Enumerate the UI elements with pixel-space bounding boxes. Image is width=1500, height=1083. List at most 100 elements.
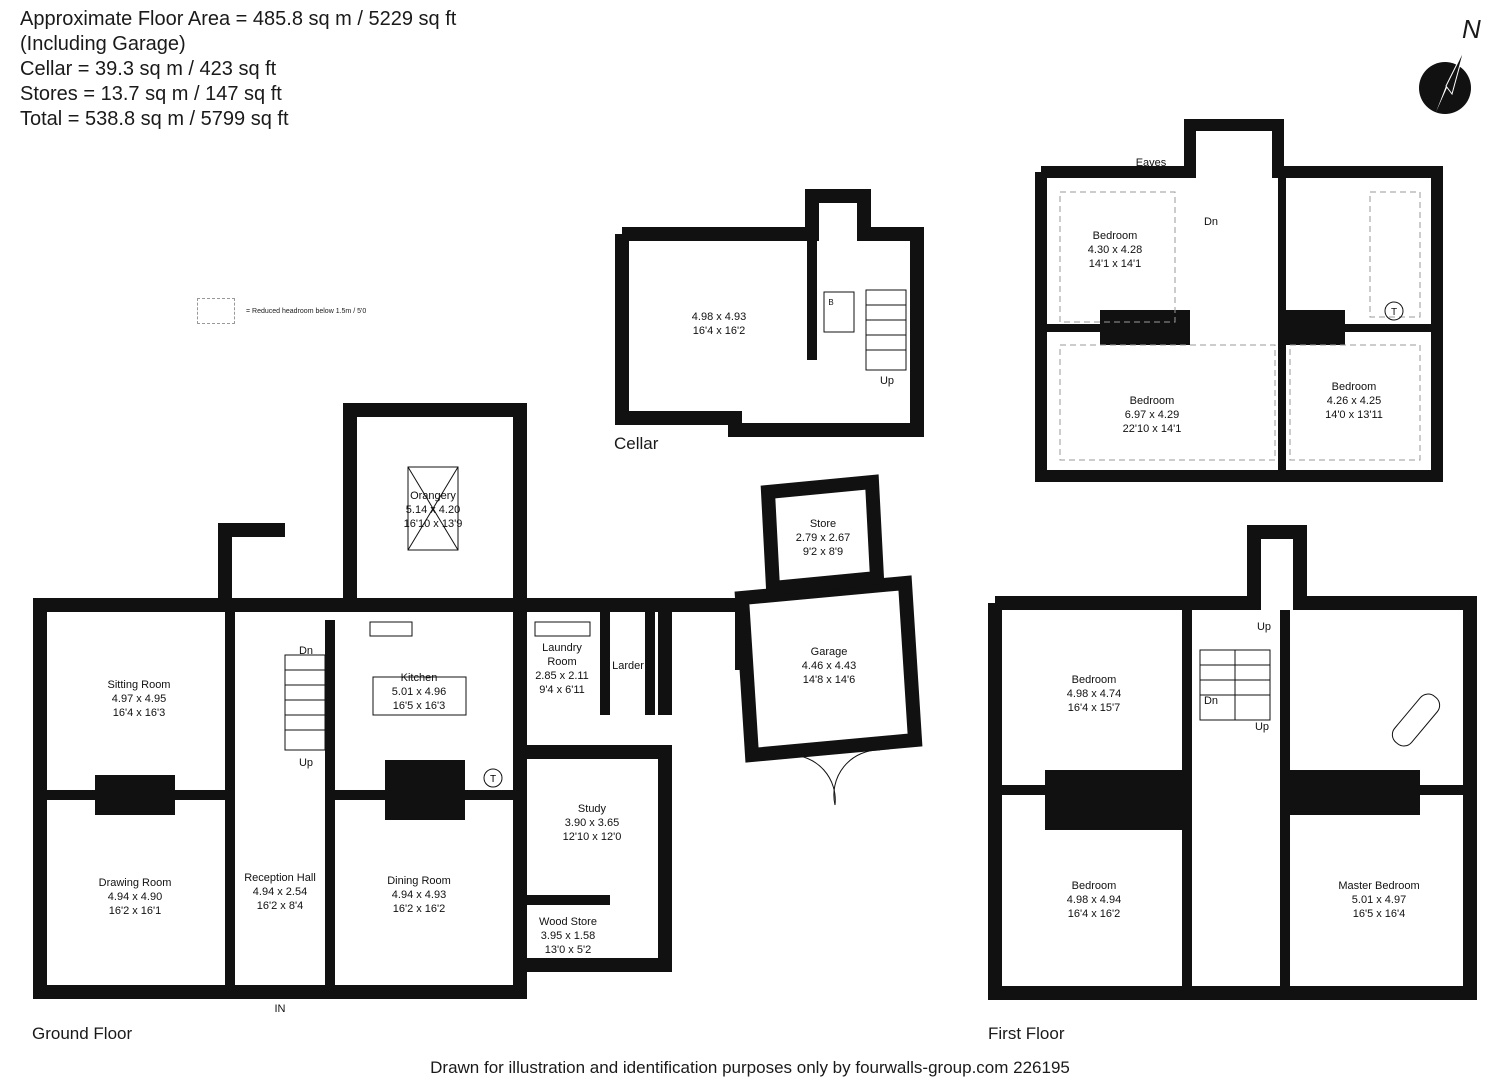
room-name: Store xyxy=(810,518,836,530)
cellar-labels: 4.98 x 4.93 16'4 x 16'2 Up B xyxy=(692,298,894,387)
room-size-metric: 4.97 x 4.95 xyxy=(112,693,166,705)
room-name: Laundry xyxy=(542,642,582,654)
room-name: Orangery xyxy=(410,490,456,502)
room-name: Bedroom xyxy=(1072,674,1117,686)
stair-label-down: Dn xyxy=(1204,216,1218,228)
floor-area-line: (Including Garage) xyxy=(20,33,186,55)
room-size-metric: 4.94 x 2.54 xyxy=(253,886,307,898)
room-size-imperial: 16'2 x 16'2 xyxy=(393,903,446,915)
garage-door-swing xyxy=(789,754,836,806)
room-size-metric: 3.95 x 1.58 xyxy=(541,930,595,942)
floor-area-line: Stores = 13.7 sq m / 147 sq ft xyxy=(20,83,282,105)
compass-north-letter: N xyxy=(1462,14,1481,44)
stair-label-up: Up xyxy=(299,757,313,769)
chimney-breast xyxy=(1045,770,1185,830)
tank-icon xyxy=(1384,301,1404,321)
room-size-metric: 3.90 x 3.65 xyxy=(565,817,619,829)
disclaimer-footer: Drawn for illustration and identificatio… xyxy=(430,1058,1070,1077)
ground-floor-staircase xyxy=(284,654,326,751)
room-name-line2: Room xyxy=(547,656,576,668)
stair-label-up: Up xyxy=(1255,721,1269,733)
room-size-imperial: 14'1 x 14'1 xyxy=(1089,258,1142,270)
room-size-metric: 4.46 x 4.43 xyxy=(802,660,856,672)
room-size-imperial: 16'4 x 16'3 xyxy=(113,707,166,719)
cellar-plan xyxy=(615,189,924,437)
room-size-metric: 2.79 x 2.67 xyxy=(796,532,850,544)
chimney-breast xyxy=(1280,770,1420,815)
room-size-metric: 2.85 x 2.11 xyxy=(535,670,589,682)
cellar-staircase xyxy=(865,289,907,371)
ground-floor-title: Ground Floor xyxy=(32,1024,133,1043)
room-size-imperial: 16'4 x 16'2 xyxy=(693,325,746,337)
room-name: Bedroom xyxy=(1332,381,1377,393)
room-size-imperial: 12'10 x 12'0 xyxy=(563,831,622,843)
room-size-imperial: 16'4 x 16'2 xyxy=(1068,908,1121,920)
room-size-imperial: 16'2 x 16'1 xyxy=(109,905,162,917)
laundry-sink-icon xyxy=(534,621,591,637)
room-size-imperial: 13'0 x 5'2 xyxy=(545,944,591,956)
room-size-metric: 4.98 x 4.94 xyxy=(1067,894,1121,906)
cellar-title: Cellar xyxy=(614,434,659,453)
second-floor-room-labels: Bedroom 4.30 x 4.28 14'1 x 14'1 Bedroom … xyxy=(1088,157,1397,435)
second-floor-plan xyxy=(1035,119,1443,482)
boiler-icon xyxy=(483,768,503,788)
room-size-metric: 5.01 x 4.97 xyxy=(1352,894,1406,906)
room-name: Study xyxy=(578,803,607,815)
ground-floor-room-labels: Sitting Room 4.97 x 4.95 16'4 x 16'3 Dra… xyxy=(99,490,857,1015)
chimney-breast xyxy=(385,760,465,820)
reduced-headroom-key-swatch xyxy=(197,298,235,324)
room-name: Garage xyxy=(811,646,848,658)
room-name: Bedroom xyxy=(1093,230,1138,242)
room-size-metric: 4.98 x 4.74 xyxy=(1067,688,1121,700)
tank-label: T xyxy=(1391,307,1397,318)
floor-area-line: Cellar = 39.3 sq m / 423 sq ft xyxy=(20,58,277,80)
room-size-imperial: 16'2 x 8'4 xyxy=(257,900,303,912)
room-size-imperial: 16'4 x 15'7 xyxy=(1068,702,1121,714)
cellar-boiler-box xyxy=(823,291,855,333)
stair-label-up: Up xyxy=(1257,621,1271,633)
chimney-stack xyxy=(1285,310,1345,345)
room-name: Sitting Room xyxy=(108,679,171,691)
floor-area-line: Approximate Floor Area = 485.8 sq m / 52… xyxy=(20,8,457,30)
room-name: Bedroom xyxy=(1072,880,1117,892)
compass-rose-icon xyxy=(1419,49,1471,114)
first-floor-title: First Floor xyxy=(988,1024,1065,1043)
room-name: Dining Room xyxy=(387,875,451,887)
boiler-box-label: B xyxy=(828,298,833,307)
room-name: Drawing Room xyxy=(99,877,172,889)
room-size-metric: 5.01 x 4.96 xyxy=(392,686,446,698)
floor-area-line: Total = 538.8 sq m / 5799 sq ft xyxy=(20,108,289,130)
room-size-imperial: 14'0 x 13'11 xyxy=(1325,409,1383,421)
room-name: Bedroom xyxy=(1130,395,1175,407)
room-size-metric: 5.14 x 4.20 xyxy=(406,504,460,516)
reduced-headroom-key-text: = Reduced headroom below 1.5m / 5'0 xyxy=(246,308,367,315)
room-name: Reception Hall xyxy=(244,872,316,884)
stair-label-up: Up xyxy=(880,375,894,387)
first-floor-staircase xyxy=(1199,649,1271,721)
boiler-label: T xyxy=(490,774,496,785)
room-name: Wood Store xyxy=(539,916,597,928)
orangery-roof-lantern xyxy=(407,466,459,551)
stair-label-down: Dn xyxy=(299,645,313,657)
reduced-headroom-outline xyxy=(1059,191,1421,461)
bathtub-icon xyxy=(1391,693,1441,747)
entrance-label: IN xyxy=(275,1003,286,1015)
room-name: Master Bedroom xyxy=(1338,880,1419,892)
room-name: Kitchen xyxy=(401,672,438,684)
kitchen-sink-icon xyxy=(369,621,413,637)
room-size-imperial: 16'10 x 13'9 xyxy=(404,518,463,530)
room-size-imperial: 16'5 x 16'3 xyxy=(393,700,446,712)
chimney-breast xyxy=(95,775,175,815)
room-name: Larder xyxy=(612,660,644,672)
room-size-imperial: 9'2 x 8'9 xyxy=(803,546,843,558)
room-size-imperial: 9'4 x 6'11 xyxy=(539,684,585,696)
first-floor-plan xyxy=(988,525,1477,1000)
kitchen-island xyxy=(372,676,467,716)
room-size-metric: 4.94 x 4.93 xyxy=(392,889,446,901)
ground-floor-plan xyxy=(33,403,923,999)
room-size-imperial: 16'5 x 16'4 xyxy=(1353,908,1406,920)
first-floor-room-labels: Bedroom 4.98 x 4.74 16'4 x 15'7 Bedroom … xyxy=(1067,621,1420,920)
room-size-metric: 4.26 x 4.25 xyxy=(1327,395,1381,407)
room-size-imperial: 14'8 x 14'6 xyxy=(803,674,856,686)
stair-label-down: Dn xyxy=(1204,695,1218,707)
